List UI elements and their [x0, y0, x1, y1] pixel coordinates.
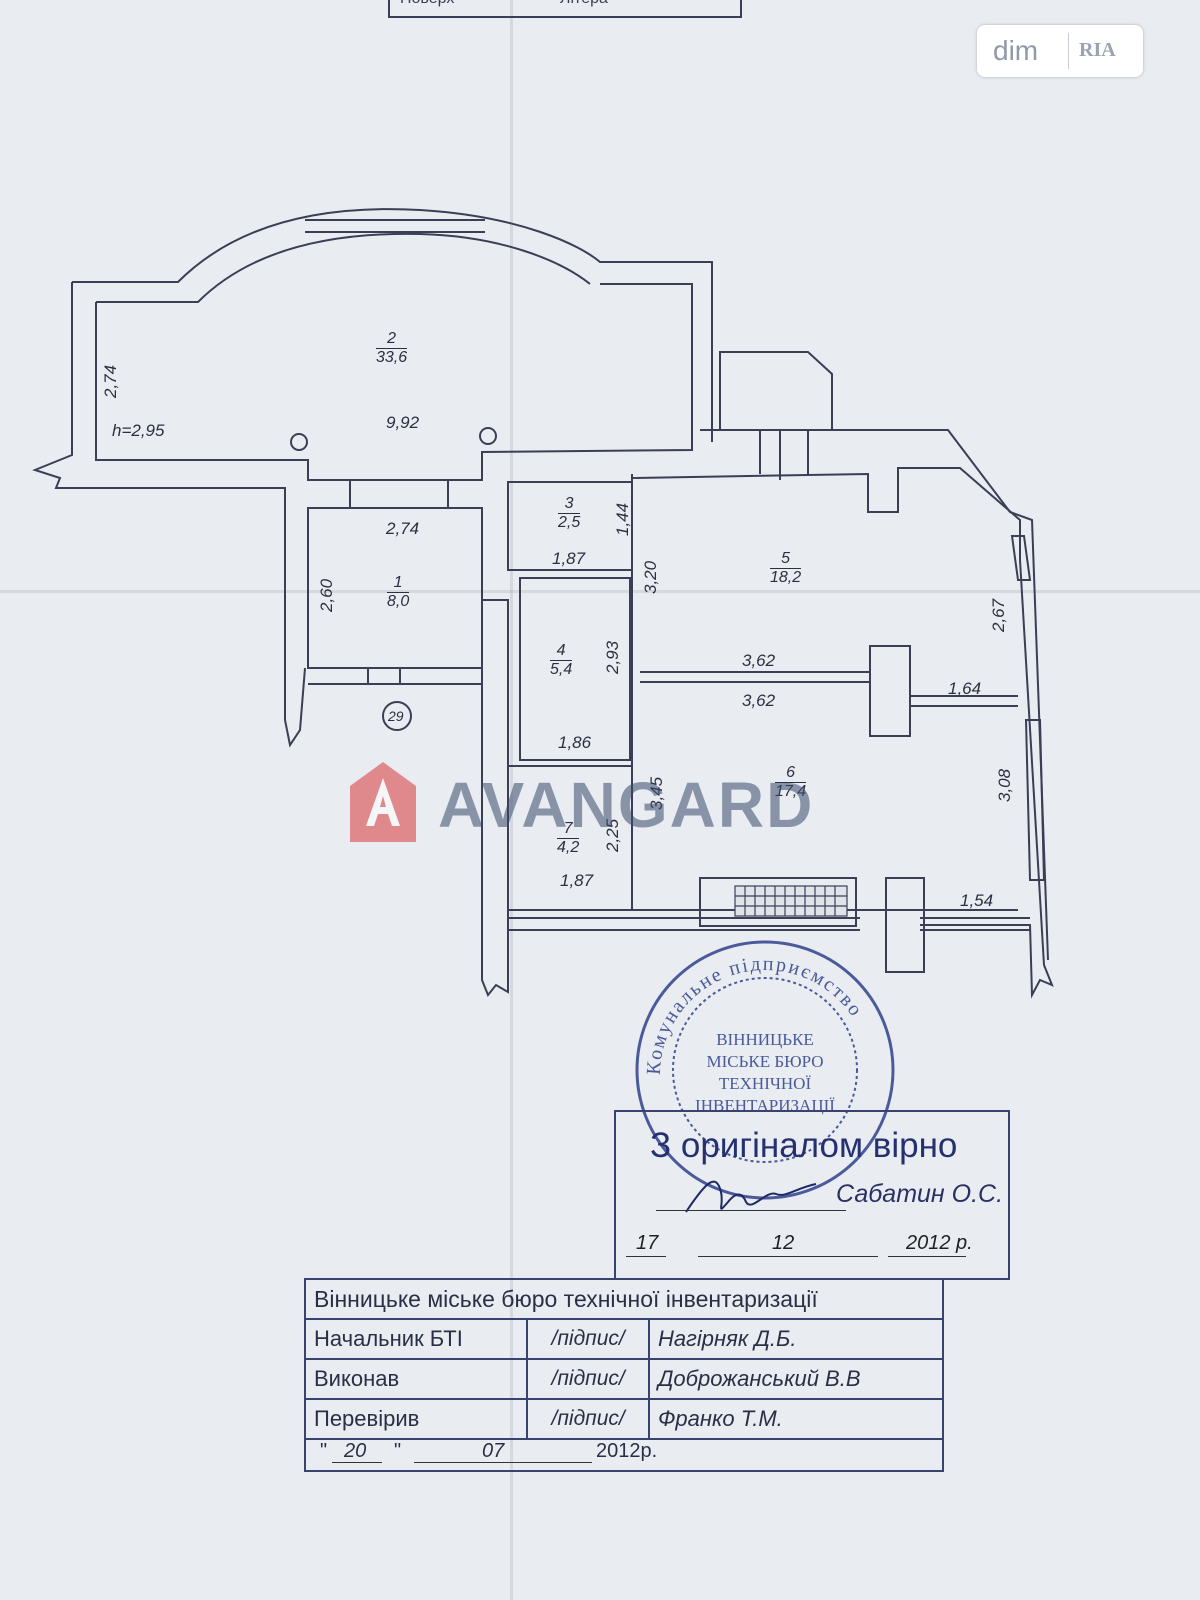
- dim-r2-side: 2,74: [101, 364, 120, 398]
- dim-r2-height: h=2,95: [112, 421, 165, 440]
- table-row: Виконав /підпис/ Доброжанський В.В: [303, 1358, 945, 1400]
- cert-day: 17: [636, 1232, 659, 1254]
- bti-date-line: " 20 " 07 2012р.: [304, 1434, 944, 1472]
- date-underline: [414, 1462, 592, 1463]
- apartment-number-circle: [382, 701, 412, 731]
- dim-r6-width: 3,62: [742, 691, 776, 710]
- dim-r3-width: 1,87: [552, 549, 586, 568]
- role-cell: Виконав: [303, 1358, 529, 1400]
- name-cell: Доброжанський В.В: [647, 1358, 945, 1400]
- dim-r4-depth: 2,93: [603, 640, 622, 674]
- date-underline: [888, 1256, 966, 1257]
- dim-r2-length: 9,92: [386, 413, 420, 432]
- dim-r5-side: 2,67: [989, 598, 1008, 632]
- watermark-text: AVANGARD: [438, 769, 815, 841]
- apartment-number: 29: [388, 708, 404, 724]
- sign-cell: /підпис/: [526, 1358, 650, 1400]
- signature-line: [656, 1210, 846, 1211]
- cert-month: 12: [772, 1232, 795, 1254]
- floor-header: Поверх Літера: [388, 0, 742, 18]
- certification-stamp: З оригіналом вірно Сабатин О.С. 17 12 20…: [614, 1110, 1010, 1280]
- seal-line-2: МІСЬКЕ БЮРО: [706, 1052, 823, 1071]
- bti-signature-table: Вінницьке міське бюро технічної інвентар…: [303, 1278, 945, 1440]
- dim-r6-side: 3,08: [995, 768, 1014, 802]
- seal-line-1: ВІННИЦЬКЕ: [716, 1030, 814, 1049]
- date-underline: [698, 1256, 878, 1257]
- seal-line-3: ТЕХНІЧНОЇ: [719, 1074, 812, 1093]
- table-row: Начальник БТІ /підпис/ Нагірняк Д.Б.: [303, 1318, 945, 1360]
- dim-r5-width: 3,62: [742, 651, 776, 670]
- letter-label: Літера: [560, 0, 608, 8]
- dim-r3-depth: 1,44: [613, 502, 632, 536]
- floor-label: Поверх: [400, 0, 454, 8]
- fold-line: [510, 0, 513, 1600]
- role-cell: Перевірив: [303, 1398, 529, 1440]
- bti-date-year: 2012р.: [596, 1440, 658, 1462]
- dim-balcony-2: 1,54: [960, 891, 994, 910]
- badge-divider: [1068, 33, 1069, 69]
- role-cell: Начальник БТІ: [303, 1318, 529, 1360]
- certification-title: З оригіналом вірно: [650, 1126, 958, 1165]
- dim-r1-depth: 2,60: [317, 578, 336, 612]
- bti-table-header: Вінницьке міське бюро технічної інвентар…: [304, 1278, 944, 1320]
- avangard-watermark: AVANGARD: [348, 760, 858, 844]
- date-underline: [332, 1462, 382, 1463]
- name-cell: Нагірняк Д.Б.: [647, 1318, 945, 1360]
- certifier-name: Сабатин О.С.: [836, 1180, 1004, 1208]
- name-cell: Франко Т.М.: [647, 1398, 945, 1440]
- dim-logo-text: dim: [993, 35, 1039, 66]
- dim-r1-width: 2,74: [386, 519, 420, 538]
- avangard-logo-icon: [350, 762, 416, 842]
- table-row: Перевірив /підпис/ Франко Т.М.: [303, 1398, 945, 1440]
- bti-date-day: 20: [344, 1440, 367, 1462]
- dim-balcony-1: 1,64: [948, 679, 982, 698]
- handwritten-signature: [685, 1180, 817, 1213]
- cert-year: 2012 р.: [906, 1232, 973, 1254]
- dim-r4-width: 1,86: [558, 733, 592, 752]
- dim-ria-badge[interactable]: dim RIA: [977, 25, 1143, 77]
- dim-r5-depth: 3,20: [641, 560, 660, 594]
- sign-cell: /підпис/: [526, 1318, 650, 1360]
- bti-date-month: 07: [482, 1440, 505, 1462]
- dim-r7-width: 1,87: [560, 871, 594, 890]
- sign-cell: /підпис/: [526, 1398, 650, 1440]
- fold-line: [0, 590, 1200, 593]
- ria-logo-text: RIA: [1079, 39, 1116, 61]
- date-underline: [626, 1256, 666, 1257]
